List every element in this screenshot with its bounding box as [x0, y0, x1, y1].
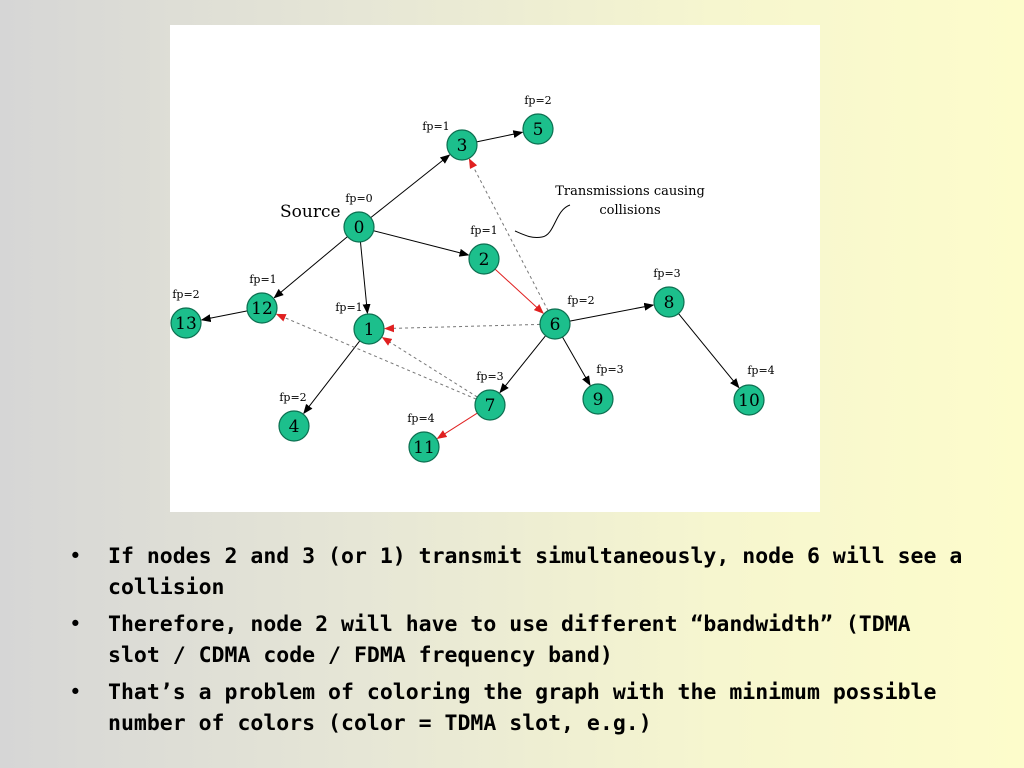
edge-0-to-12 — [273, 236, 348, 299]
node-circle — [653, 286, 685, 318]
node-number: 9 — [593, 390, 604, 410]
node-6: 6 fp=2 — [539, 294, 595, 340]
edge-6-to-3 — [468, 158, 556, 321]
edge-6-to-1 — [383, 320, 550, 333]
fp-label: fp=3 — [596, 363, 623, 376]
fp-label: fp=2 — [567, 294, 594, 307]
node-2: 2 fp=1 — [468, 224, 500, 275]
edge-0-to-3 — [370, 154, 451, 219]
node-circle — [343, 211, 375, 243]
bullet-text: Therefore, node 2 will have to use diffe… — [108, 612, 911, 668]
node-number: 3 — [457, 136, 468, 156]
node-number: 6 — [550, 315, 561, 335]
node-10: 10 fp=4 — [733, 364, 775, 416]
node-number: 7 — [485, 396, 496, 416]
node-circle — [408, 431, 440, 463]
edge-7-to-12 — [275, 313, 487, 407]
node-13: 13 fp=2 — [170, 288, 202, 339]
annotation-callout — [514, 204, 571, 238]
edge-6-to-8 — [569, 302, 655, 322]
fp-label: fp=3 — [653, 267, 680, 280]
node-number: 10 — [738, 391, 760, 411]
collision-annotation: Transmissions causing collisions — [514, 184, 705, 238]
source-label: Source — [280, 202, 341, 222]
edge-0-to-2 — [373, 230, 470, 257]
bullet-dot: • — [69, 612, 82, 637]
node-1: 1fp=1 — [335, 301, 385, 345]
annotation-line-2: collisions — [599, 203, 660, 218]
bullet-list: • If nodes 2 and 3 (or 1) transmit simult… — [66, 541, 966, 745]
bullet-text: That’s a problem of coloring the graph w… — [108, 680, 937, 736]
edge-0-to-1 — [359, 241, 371, 315]
nodes: 0fp=01fp=12fp=13fp=14fp=25fp=26fp=27fp=3… — [170, 94, 775, 463]
edge-7-to-1 — [381, 336, 488, 406]
fp-label: fp=1 — [335, 301, 362, 314]
node-circle — [474, 389, 506, 421]
edge-6-to-9 — [562, 336, 591, 386]
fp-label: fp=2 — [172, 288, 199, 301]
node-circle — [246, 292, 278, 324]
node-number: 1 — [364, 320, 375, 340]
node-8: 8 fp=3 — [653, 267, 685, 318]
bullet-item: • If nodes 2 and 3 (or 1) transmit simult… — [66, 541, 966, 603]
node-number: 4 — [289, 417, 300, 437]
node-number: 11 — [413, 438, 435, 458]
fp-label: fp=0 — [345, 192, 372, 205]
node-5: 5 fp=2 — [522, 94, 554, 145]
edge-12-to-13 — [200, 310, 248, 323]
edge-3-to-5 — [476, 130, 524, 143]
node-circle — [353, 313, 385, 345]
node-circle — [582, 383, 614, 415]
node-number: 8 — [664, 293, 675, 313]
node-11: 11 fp=4 — [407, 412, 440, 463]
fp-label: fp=1 — [249, 273, 276, 286]
fp-label: fp=3 — [476, 370, 503, 383]
fp-label: fp=2 — [524, 94, 551, 107]
bullet-item: • That’s a problem of coloring the graph … — [66, 677, 966, 739]
node-number: 13 — [175, 314, 197, 334]
node-4: 4 fp=2 — [278, 391, 310, 442]
edge-8-to-10 — [678, 313, 740, 389]
node-3: 3 fp=1 — [422, 120, 478, 161]
node-9: 9 fp=3 — [582, 363, 624, 415]
node-7: 7 fp=3 — [474, 370, 506, 421]
node-circle — [539, 308, 571, 340]
node-circle — [170, 307, 202, 339]
fp-label: fp=1 — [422, 120, 449, 133]
node-number: 12 — [251, 299, 273, 319]
fp-label: fp=1 — [470, 224, 497, 237]
edge-2-to-6 — [494, 268, 544, 314]
bullet-text: If nodes 2 and 3 (or 1) transmit simulta… — [108, 544, 963, 600]
bullet-item: • Therefore, node 2 will have to use diff… — [66, 609, 966, 671]
annotation-line-1: Transmissions causing — [555, 184, 705, 199]
bullet-dot: • — [69, 680, 82, 705]
edge-6-to-7 — [499, 335, 547, 394]
network-graph: 0fp=01fp=12fp=13fp=14fp=25fp=26fp=27fp=3… — [170, 94, 775, 463]
node-circle — [733, 384, 765, 416]
node-circle — [278, 410, 310, 442]
node-circle — [446, 129, 478, 161]
node-number: 5 — [533, 120, 544, 140]
fp-label: fp=4 — [407, 412, 434, 425]
edges — [200, 130, 740, 439]
node-number: 2 — [479, 250, 490, 270]
node-circle — [522, 113, 554, 145]
node-12: 12 fp=1 — [246, 273, 278, 324]
node-number: 0 — [354, 218, 365, 238]
edge-1-to-4 — [303, 340, 361, 415]
bullet-dot: • — [69, 544, 82, 569]
fp-label: fp=4 — [747, 364, 774, 377]
edge-7-to-11 — [436, 412, 478, 439]
node-0: 0 fp=0 — [343, 192, 375, 243]
node-circle — [468, 243, 500, 275]
fp-label: fp=2 — [279, 391, 306, 404]
